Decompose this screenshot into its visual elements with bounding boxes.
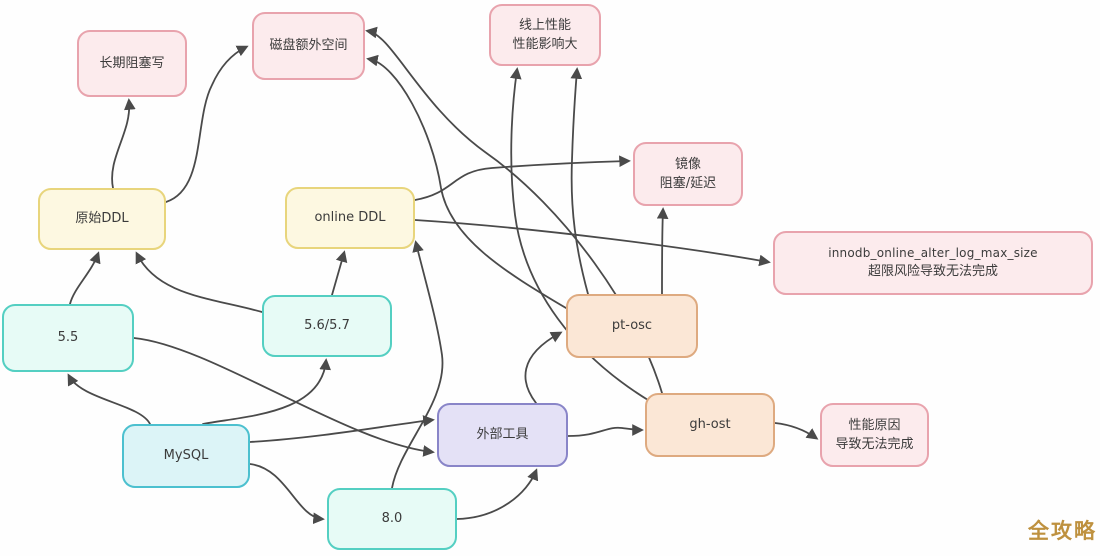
edge-mysql-to-5.6-5.7 xyxy=(202,358,331,425)
node-online-perf: 线上性能 性能影响大 xyxy=(489,4,601,66)
edge-mysql-to-tools xyxy=(249,415,435,443)
edge-8.0-to-online-ddl xyxy=(391,240,444,489)
node-pt-osc-label: pt-osc xyxy=(611,318,653,334)
node-perf-fail-line2: 导致无法完成 xyxy=(835,437,914,452)
edge-8.0-to-tools xyxy=(456,468,539,520)
edge-tools-to-pt-osc xyxy=(524,331,563,404)
node-replica-line2: 阻塞/延迟 xyxy=(659,176,717,191)
node-gh-ost: gh-ost xyxy=(645,393,775,457)
node-gh-ost-label: gh-ost xyxy=(689,417,731,433)
edge-pt-osc-to-online-perf xyxy=(570,67,589,295)
watermark-text: 全攻略 xyxy=(1028,519,1097,543)
edge-mysql-to-5.5 xyxy=(67,373,151,425)
node-raw-ddl-label: 原始DDL xyxy=(75,211,129,227)
node-disk-space-label: 磁盘额外空间 xyxy=(269,38,348,54)
edge-raw-ddl-to-long-block xyxy=(111,98,136,189)
node-innodb-limit-line2: 超限风险导致无法完成 xyxy=(867,264,998,280)
edge-gh-ost-to-perf-fail xyxy=(774,422,819,440)
node-version-5.6-5.7-label: 5.6/5.7 xyxy=(304,318,350,334)
node-version-5.5-label: 5.5 xyxy=(57,330,79,346)
edge-online-ddl-to-innodb-limit xyxy=(414,219,771,267)
node-long-block-label: 长期阻塞写 xyxy=(99,55,165,71)
node-raw-ddl: 原始DDL xyxy=(38,188,166,250)
node-version-5.6-5.7: 5.6/5.7 xyxy=(262,295,392,357)
node-version-5.5: 5.5 xyxy=(2,304,134,372)
node-online-ddl: online DDL xyxy=(285,187,415,249)
edge-5.5-to-tools xyxy=(133,337,435,457)
node-external-tools-label: 外部工具 xyxy=(476,427,529,443)
node-online-perf-line2: 性能影响大 xyxy=(512,37,578,52)
edge-mysql-to-8.0 xyxy=(249,463,325,525)
node-online-perf-line1: 线上性能 xyxy=(518,17,571,33)
edge-pt-osc-to-disk-space xyxy=(366,54,567,309)
edge-5.6-5.7-to-online-ddl xyxy=(331,250,348,296)
node-external-tools: 外部工具 xyxy=(437,403,568,467)
node-perf-fail-line1: 性能原因 xyxy=(848,417,901,433)
edge-pt-osc-to-replica xyxy=(656,207,669,295)
node-replica: 镜像 阻塞/延迟 xyxy=(633,142,743,206)
node-mysql-label: MySQL xyxy=(163,448,209,464)
edge-5.6-5.7-to-raw-ddl xyxy=(135,251,263,313)
node-perf-fail: 性能原因 导致无法完成 xyxy=(820,403,929,467)
node-long-block: 长期阻塞写 xyxy=(77,30,187,97)
node-mysql: MySQL xyxy=(122,424,250,488)
node-disk-space: 磁盘额外空间 xyxy=(252,12,365,80)
edge-raw-ddl-to-disk-space xyxy=(165,45,249,203)
edge-5.5-to-raw-ddl xyxy=(69,251,101,305)
edge-tools-to-gh-ost xyxy=(567,424,644,437)
node-online-ddl-label: online DDL xyxy=(314,210,386,226)
node-innodb-limit: innodb_online_alter_log_max_size 超限风险导致无… xyxy=(773,231,1093,295)
node-replica-line1: 镜像 xyxy=(674,156,701,172)
edge-online-ddl-to-replica xyxy=(414,155,631,201)
node-version-8.0: 8.0 xyxy=(327,488,457,550)
node-innodb-limit-line1: innodb_online_alter_log_max_size xyxy=(828,246,1038,261)
node-version-8.0-label: 8.0 xyxy=(381,511,403,527)
node-pt-osc: pt-osc xyxy=(566,294,698,358)
